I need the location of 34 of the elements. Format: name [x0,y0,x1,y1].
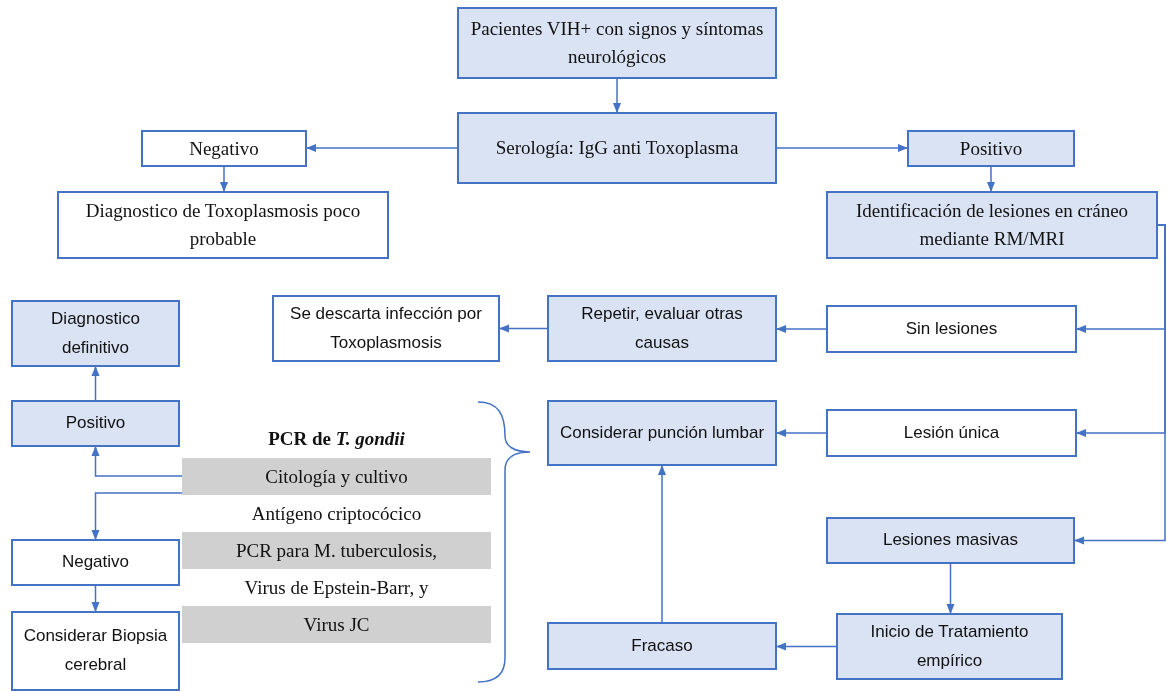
process-box: Considerar punción lumbar [547,400,777,466]
list-heading: PCR de T. gondii [267,427,406,452]
result-box: Diagnostico de Toxoplasmosis poco probable [57,191,389,259]
arrow [946,563,955,615]
arrow [219,166,229,193]
process-box: Inicio de Tratamiento empírico [836,613,1063,680]
arrow [612,78,622,114]
arrow [91,585,100,613]
result-box: Lesión única [826,409,1077,457]
arrow [657,464,667,623]
arrow [776,143,909,153]
arrow [986,166,996,193]
arrow [91,365,100,401]
result-box: Se descarta infección por Toxoplasmosis [272,295,500,362]
process-box: Serología: IgG anti Toxoplasma [457,112,777,184]
result-box: Considerar Biopsia cerebral [11,611,180,691]
process-box: Fracaso [547,622,777,670]
arrow [91,492,183,541]
process-box: Pacientes VIH+ con signos y síntomas neurológicos [457,7,777,79]
arrow [91,445,183,477]
process-box: Identificación de lesiones en cráneo mediante RM/MRI [826,191,1158,259]
shaded-list-row: Virus JC [182,606,491,643]
result-box: Sin lesiones [826,305,1077,353]
result-box: Negativo [11,539,180,586]
shaded-list-row: PCR para M. tuberculosis, [182,532,491,569]
process-box: Positivo [907,130,1075,167]
process-box: Diagnostico definitivo [11,300,180,367]
process-box: Lesiones masivas [826,517,1075,564]
list-row-text: Antígeno criptocócico [250,501,423,526]
shaded-list-row: Citología y cultivo [182,458,491,495]
process-box: Repetir, evaluar otras causas [547,295,777,362]
process-box: Positivo [11,400,180,447]
result-box: Negativo [141,130,307,167]
list-row-text: Virus de Epstein-Barr, y [243,575,430,600]
